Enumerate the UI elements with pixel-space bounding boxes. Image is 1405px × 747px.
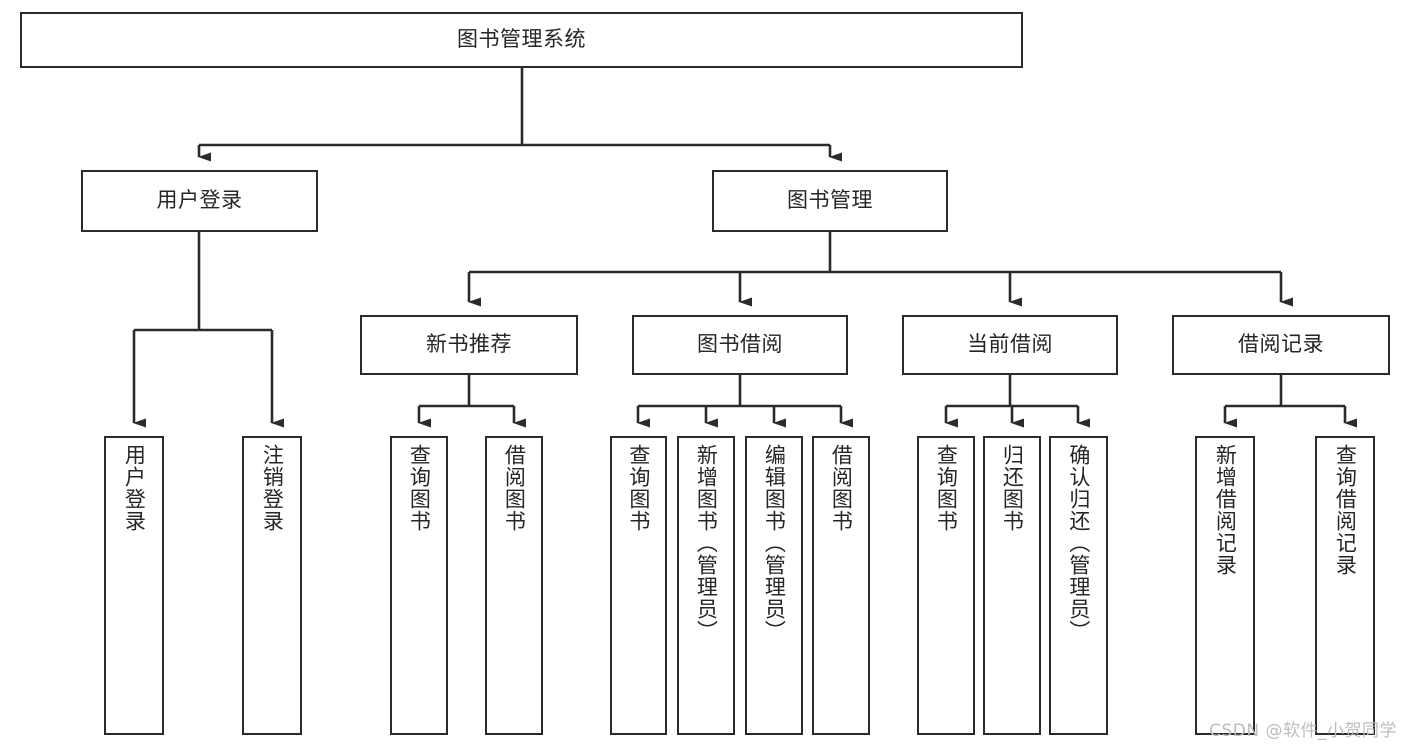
leaf-query-book-current[interactable]: 查询图书 xyxy=(917,436,975,735)
leaf-add-book-label: 新增图书（管理员） xyxy=(694,444,719,642)
leaf-query-book-current-label: 查询图书 xyxy=(934,444,959,532)
leaf-add-borrow-record-label: 新增借阅记录 xyxy=(1213,444,1238,576)
node-borrow-record[interactable]: 借阅记录 xyxy=(1172,315,1390,375)
leaf-user-login-label: 用户登录 xyxy=(122,444,147,532)
leaf-add-book[interactable]: 新增图书（管理员） xyxy=(677,436,735,735)
node-book-borrow-label: 图书借阅 xyxy=(697,332,783,357)
leaf-user-login[interactable]: 用户登录 xyxy=(104,436,164,735)
node-user-login-label: 用户登录 xyxy=(156,188,243,213)
leaf-borrow-book[interactable]: 借阅图书 xyxy=(812,436,870,735)
node-book-borrow[interactable]: 图书借阅 xyxy=(632,315,848,375)
leaf-query-book-rec[interactable]: 查询图书 xyxy=(390,436,448,735)
leaf-edit-book[interactable]: 编辑图书（管理员） xyxy=(745,436,803,735)
node-borrow-record-label: 借阅记录 xyxy=(1238,332,1324,357)
leaf-borrow-book-label: 借阅图书 xyxy=(829,444,854,532)
node-book-management-label: 图书管理 xyxy=(787,188,873,213)
node-new-book-recommendation-label: 新书推荐 xyxy=(426,332,512,357)
node-book-management[interactable]: 图书管理 xyxy=(712,170,948,232)
leaf-query-book-borrow-label: 查询图书 xyxy=(626,444,651,532)
leaf-logout-login[interactable]: 注销登录 xyxy=(242,436,302,735)
leaf-borrow-book-rec[interactable]: 借阅图书 xyxy=(485,436,543,735)
node-root-label: 图书管理系统 xyxy=(457,27,586,52)
leaf-query-borrow-record-label: 查询借阅记录 xyxy=(1333,444,1358,576)
leaf-return-book[interactable]: 归还图书 xyxy=(983,436,1041,735)
node-current-borrow-label: 当前借阅 xyxy=(967,332,1053,357)
leaf-confirm-return-label: 确认归还（管理员） xyxy=(1066,444,1091,642)
leaf-edit-book-label: 编辑图书（管理员） xyxy=(762,444,787,642)
leaf-logout-login-label: 注销登录 xyxy=(260,444,285,532)
node-user-login[interactable]: 用户登录 xyxy=(81,170,318,232)
leaf-add-borrow-record[interactable]: 新增借阅记录 xyxy=(1195,436,1255,735)
node-current-borrow[interactable]: 当前借阅 xyxy=(902,315,1118,375)
leaf-borrow-book-rec-label: 借阅图书 xyxy=(502,444,527,532)
node-new-book-recommendation[interactable]: 新书推荐 xyxy=(360,315,578,375)
leaf-query-borrow-record[interactable]: 查询借阅记录 xyxy=(1315,436,1375,735)
leaf-query-book-rec-label: 查询图书 xyxy=(407,444,432,532)
node-root[interactable]: 图书管理系统 xyxy=(20,12,1023,68)
leaf-confirm-return[interactable]: 确认归还（管理员） xyxy=(1049,436,1108,735)
leaf-return-book-label: 归还图书 xyxy=(1000,444,1025,532)
leaf-query-book-borrow[interactable]: 查询图书 xyxy=(610,436,667,735)
